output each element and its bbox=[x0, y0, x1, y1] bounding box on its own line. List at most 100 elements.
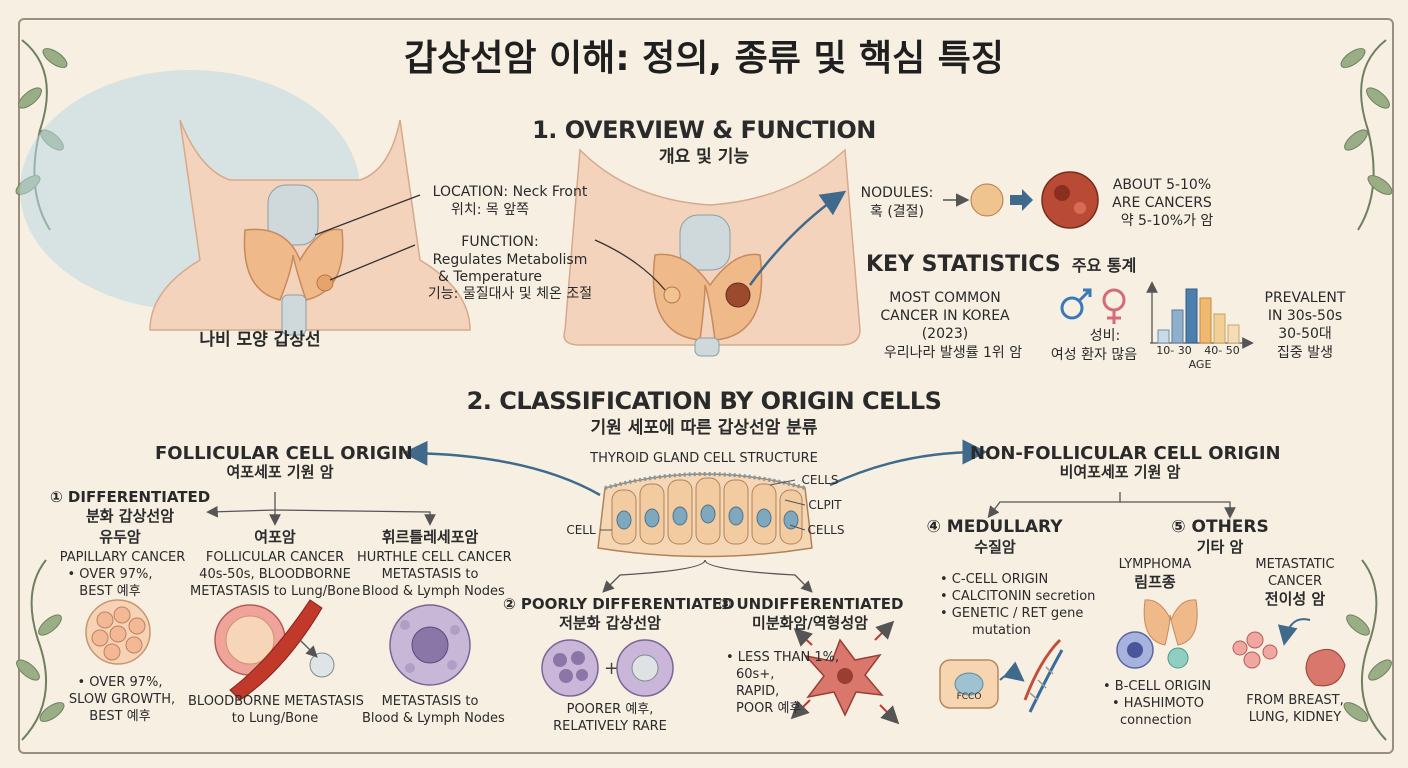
papillary-d2: BEST 예후 bbox=[79, 584, 141, 599]
prevalent-ko-1: 30-50대 bbox=[1278, 326, 1332, 342]
age-tick-1: 10- 30 bbox=[1156, 344, 1192, 357]
branch-arrows bbox=[206, 492, 1236, 593]
function-ko: 기능: 물질대사 및 체온 조절 bbox=[427, 286, 593, 302]
function-en-2: Regulates Metabolism bbox=[432, 252, 588, 268]
metastatic-illustration bbox=[1232, 618, 1346, 687]
lymphoma-en: LYMPHOMA bbox=[1118, 557, 1192, 572]
others-heading: ⑤ OTHERS bbox=[1171, 517, 1269, 537]
section1-heading: 1. OVERVIEW & FUNCTION bbox=[532, 116, 876, 144]
lymphoma-illustration bbox=[1116, 599, 1198, 669]
metastatic-d2: LUNG, KIDNEY bbox=[1248, 710, 1342, 725]
follicular-ko: 여포암 bbox=[254, 528, 296, 546]
prevalent-ko-2: 집중 발생 bbox=[1277, 345, 1333, 361]
stats-heading-ko: 주요 통계 bbox=[1071, 256, 1137, 275]
medullary-illustration bbox=[939, 638, 1064, 713]
section2-heading: 2. CLASSIFICATION BY ORIGIN CELLS bbox=[466, 387, 942, 415]
poorly-heading: ② POORLY DIFFERENTIATED bbox=[503, 595, 735, 613]
structure-title: THYROID GLAND CELL STRUCTURE bbox=[590, 451, 818, 466]
papillary-f1: • OVER 97%, bbox=[77, 675, 163, 690]
common-3: (2023) bbox=[921, 326, 969, 342]
location-ko: 위치: 목 앞쪽 bbox=[450, 202, 530, 218]
papillary-f2: SLOW GROWTH, bbox=[68, 692, 176, 707]
function-en-1: FUNCTION: bbox=[461, 234, 539, 250]
lymphoma-d1: • B-CELL ORIGIN bbox=[1103, 679, 1212, 694]
hurthle-f2: Blood & Lymph Nodes bbox=[362, 711, 505, 726]
follicular-d1: 40s-50s, BLOODBORNE bbox=[199, 567, 351, 582]
differentiated-heading: ① DIFFERENTIATED bbox=[50, 488, 211, 506]
structure-cells-top: CELLS bbox=[801, 473, 839, 487]
structure-cell-left: CELL bbox=[566, 523, 596, 537]
hurthle-d2: Blood & Lymph Nodes bbox=[362, 584, 505, 599]
papillary-d1: • OVER 97%, bbox=[67, 567, 153, 582]
stats-heading-wrap: KEY STATISTICS 주요 통계 bbox=[866, 252, 1136, 278]
hurthle-d1: METASTASIS to bbox=[381, 567, 479, 582]
neck-illustration-left bbox=[20, 70, 471, 336]
undiff-d3: RAPID, bbox=[736, 684, 780, 699]
papillary-en: PAPILLARY CANCER bbox=[59, 550, 186, 565]
section1-subheading: 개요 및 기능 bbox=[658, 147, 750, 167]
nodule-cancer-ko: 약 5-10%가 암 bbox=[1120, 213, 1214, 229]
hurthle-f1: METASTASIS to bbox=[381, 694, 479, 709]
hurthle-ko: 휘르틀레세포암 bbox=[381, 528, 479, 546]
papillary-ko: 유두암 bbox=[99, 528, 141, 546]
nodule-cancer-en-1: ABOUT 5-10% bbox=[1112, 177, 1212, 193]
papillary-f3: BEST 예후 bbox=[89, 709, 151, 724]
thyroid-caption: 나비 모양 갑상선 bbox=[199, 330, 321, 350]
metastatic-en-2: CANCER bbox=[1267, 574, 1323, 589]
gender-icons bbox=[1060, 288, 1126, 324]
poorly-d2: RELATIVELY RARE bbox=[553, 719, 667, 734]
nonfollicular-heading: NON-FOLLICULAR CELL ORIGIN bbox=[970, 443, 1281, 464]
age-mini-chart bbox=[1146, 281, 1254, 349]
section2-subheading: 기원 세포에 따른 갑상선암 분류 bbox=[590, 418, 818, 438]
location-en: LOCATION: Neck Front bbox=[432, 184, 588, 200]
differentiated-heading-ko: 분화 갑상선암 bbox=[85, 507, 175, 525]
prevalent-1: PREVALENT bbox=[1264, 290, 1346, 306]
medullary-d1: • C-CELL ORIGIN bbox=[940, 572, 1049, 587]
lymphoma-d3: connection bbox=[1120, 713, 1192, 728]
nodules-ko: 혹 (결절) bbox=[869, 204, 924, 220]
lymphoma-d2: • HASHIMOTO bbox=[1112, 696, 1204, 711]
undiff-d1: • LESS THAN 1%, bbox=[726, 650, 840, 665]
follicular-heading-ko: 여포세포 기원 암 bbox=[226, 463, 334, 481]
common-ko: 우리나라 발생률 1위 암 bbox=[883, 345, 1023, 361]
undiff-d2: 60s+, bbox=[736, 667, 775, 682]
follicular-heading: FOLLICULAR CELL ORIGIN bbox=[155, 443, 413, 464]
poorly-differentiated-illustration: + bbox=[541, 639, 674, 697]
metastatic-d1: FROM BREAST, bbox=[1246, 693, 1344, 708]
page-frame bbox=[18, 18, 1394, 754]
medullary-heading-ko: 수질암 bbox=[974, 538, 1016, 556]
classification-arrows bbox=[402, 439, 988, 497]
function-en-3: & Temperature bbox=[437, 269, 543, 285]
nodules-en: NODULES: bbox=[860, 185, 934, 201]
hurthle-cell-illustration bbox=[389, 604, 471, 686]
undifferentiated-illustration bbox=[790, 620, 900, 725]
stats-heading: KEY STATISTICS bbox=[866, 252, 1061, 277]
svg-text:+: + bbox=[604, 658, 619, 679]
age-axis-label: AGE bbox=[1188, 358, 1212, 371]
neck-illustration-center bbox=[563, 148, 861, 357]
undiff-d4: POOR 예후 bbox=[736, 701, 802, 716]
nodule-cancer-en-2: ARE CANCERS bbox=[1112, 195, 1212, 211]
ccell-label: FCCO bbox=[956, 692, 982, 702]
nonfollicular-heading-ko: 비여포세포 기원 암 bbox=[1059, 463, 1181, 481]
follicular-vessel-illustration bbox=[214, 599, 335, 701]
metastatic-ko: 전이성 암 bbox=[1264, 590, 1326, 608]
papillary-cells-illustration bbox=[85, 599, 151, 665]
prevalent-2: IN 30s-50s bbox=[1267, 308, 1343, 324]
structure-cells-right: CELLS bbox=[807, 523, 845, 537]
medullary-heading: ④ MEDULLARY bbox=[926, 517, 1063, 537]
others-heading-ko: 기타 암 bbox=[1196, 538, 1244, 556]
follicular-f1: BLOODBORNE METASTASIS bbox=[188, 694, 364, 709]
gender-ko-1: 성비: bbox=[1089, 328, 1121, 344]
medullary-d3: • GENETIC / RET gene bbox=[940, 606, 1084, 621]
age-tick-2: 40- 50 bbox=[1204, 344, 1240, 357]
poorly-heading-ko: 저분화 갑상선암 bbox=[559, 614, 661, 632]
medullary-d4: mutation bbox=[972, 623, 1031, 638]
poorly-d1: POORER 예후, bbox=[566, 702, 654, 717]
nodule-illustration bbox=[943, 171, 1099, 229]
undiff-heading-ko: 미분화암/역형성암 bbox=[752, 614, 868, 632]
common-2: CANCER IN KOREA bbox=[880, 308, 1010, 324]
gender-ko-2: 여성 환자 많음 bbox=[1050, 347, 1138, 363]
follicular-en: FOLLICULAR CANCER bbox=[205, 550, 345, 565]
